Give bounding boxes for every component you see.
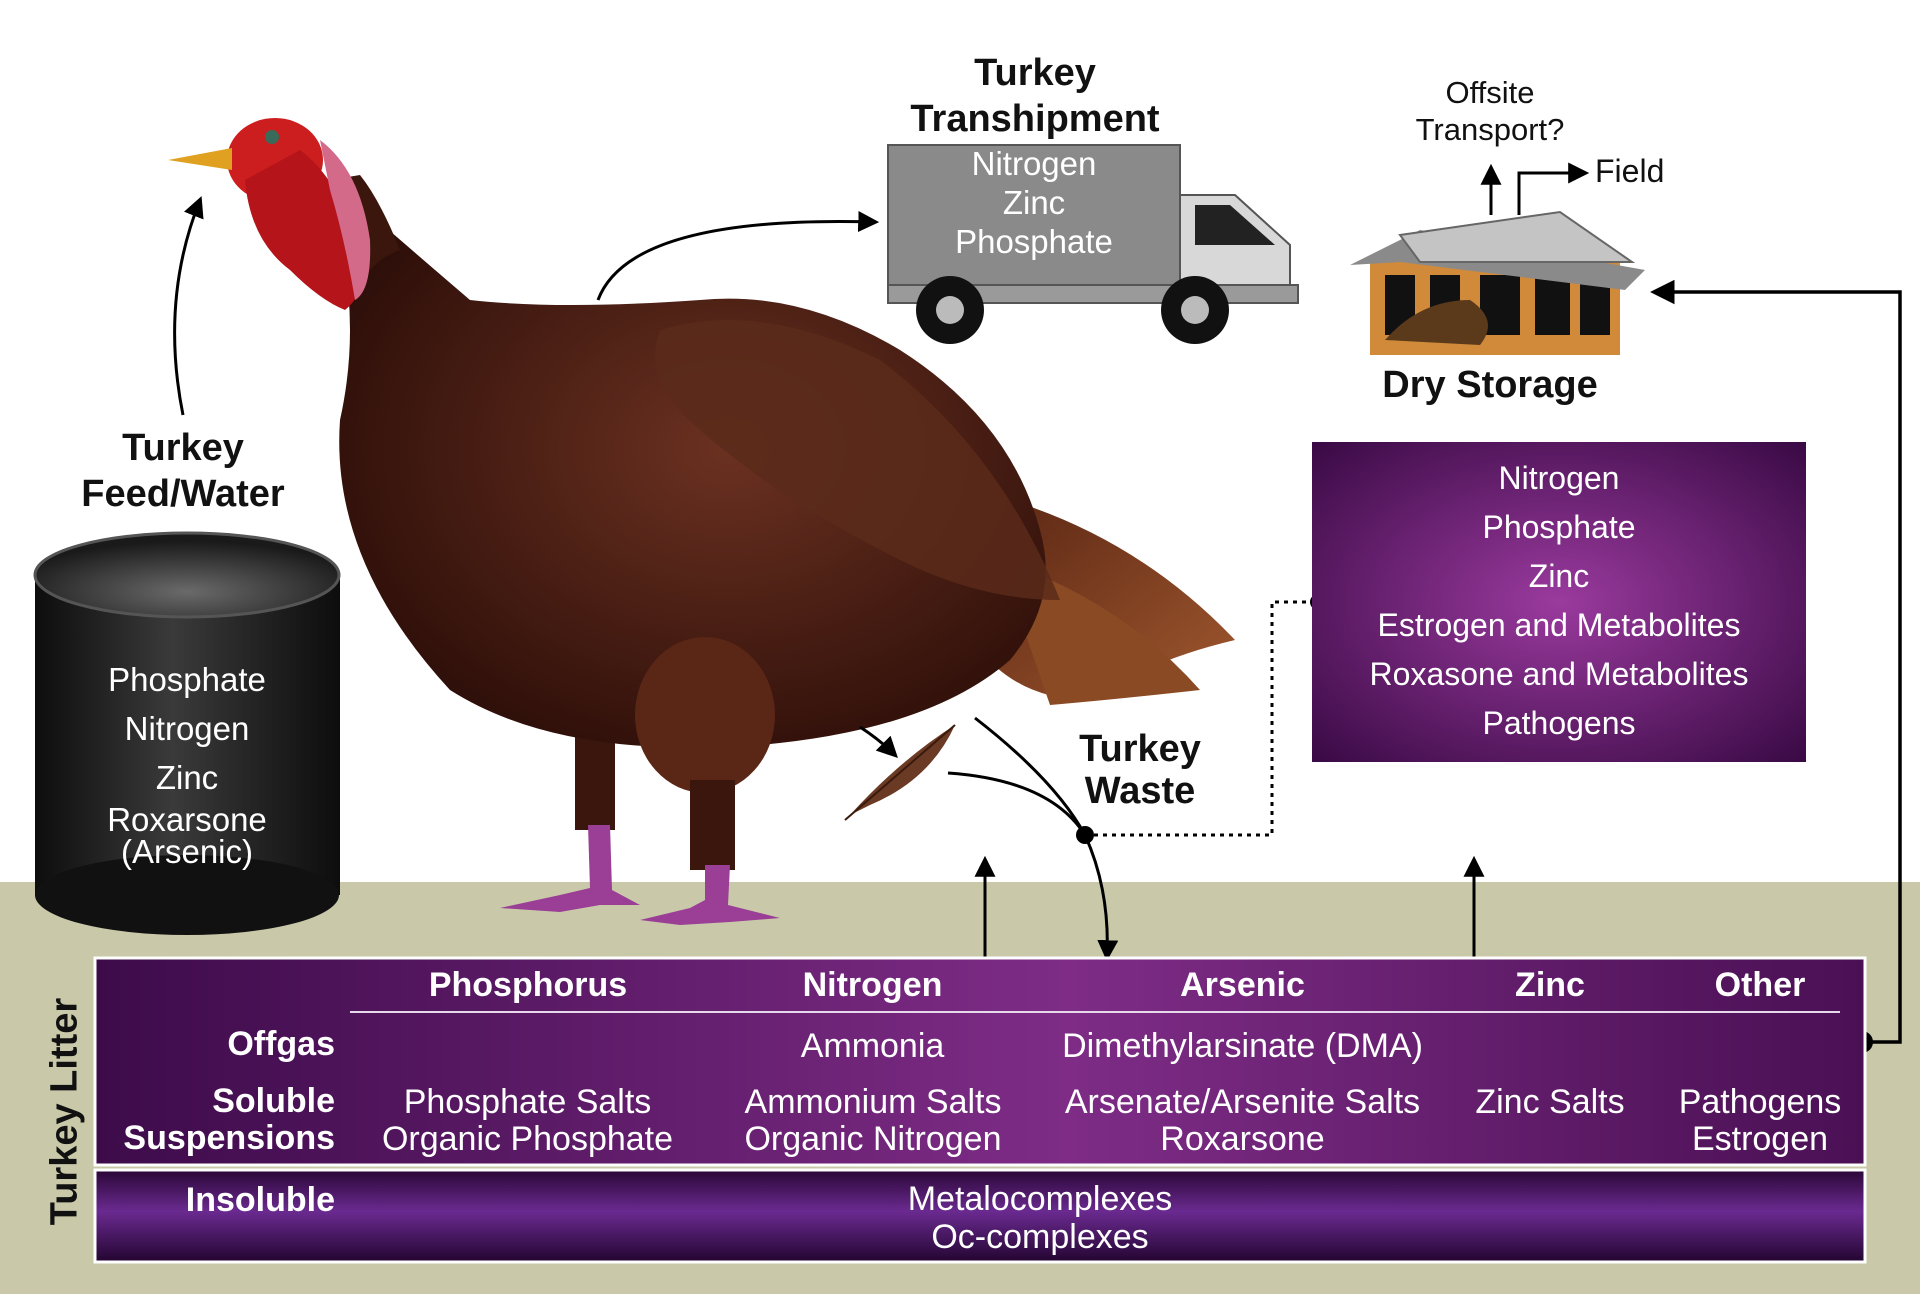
cell-soluble-phosphorus: Phosphate Salts Organic Phosphate (360, 1084, 695, 1158)
storage-contents: Nitrogen Phosphate Zinc Estrogen and Met… (1312, 454, 1806, 748)
waste-title-line-1: Turkey (1050, 728, 1230, 770)
header-zinc: Zinc (1455, 966, 1645, 1005)
truck-item: Phosphate (888, 222, 1180, 261)
offsite-line-1: Offsite (1390, 74, 1590, 111)
header-other: Other (1660, 966, 1860, 1005)
cell-line: Zinc Salts (1455, 1084, 1645, 1121)
offsite-label: Offsite Transport? (1390, 74, 1590, 148)
truck-item: Zinc (888, 183, 1180, 222)
field-label: Field (1595, 153, 1664, 190)
cell-soluble-nitrogen: Ammonium Salts Organic Nitrogen (718, 1084, 1028, 1158)
cell-line: Organic Phosphate (360, 1121, 695, 1158)
cell-line: Roxarsone (1035, 1121, 1450, 1158)
transhipment-title: Turkey Transhipment (870, 50, 1200, 143)
dry-storage-title: Dry Storage (1340, 364, 1640, 407)
arrow-field (1519, 173, 1585, 215)
transhipment-title-line-2: Transhipment (870, 96, 1200, 142)
feed-title-line-2: Feed/Water (58, 471, 308, 517)
row-label-soluble-line-1: Soluble (90, 1083, 335, 1120)
transhipment-title-line-1: Turkey (870, 50, 1200, 96)
storage-item: Roxasone and Metabolites (1312, 650, 1806, 699)
storage-shed (1350, 212, 1645, 355)
storage-item: Zinc (1312, 552, 1806, 601)
waste-title: Turkey Waste (1050, 728, 1230, 812)
storage-item: Nitrogen (1312, 454, 1806, 503)
row-label-offgas: Offgas (100, 1025, 335, 1064)
header-phosphorus: Phosphorus (378, 966, 678, 1005)
arrow-feed-to-turkey (175, 200, 200, 415)
cell-offgas-nitrogen: Ammonia (730, 1027, 1015, 1066)
header-arsenic: Arsenic (1040, 966, 1445, 1005)
cell-line: Organic Nitrogen (718, 1121, 1028, 1158)
offsite-line-2: Transport? (1390, 111, 1590, 148)
row-label-soluble: Soluble Suspensions (90, 1083, 335, 1157)
cell-line: Oc-complexes (340, 1218, 1740, 1256)
storage-item: Pathogens (1312, 699, 1806, 748)
feed-item: Roxarsone (62, 804, 312, 836)
litter-side-label: Turkey Litter (44, 967, 87, 1257)
feed-item: (Arsenic) (62, 836, 312, 868)
arrow-turkey-to-truck (598, 221, 875, 300)
waste-title-line-2: Waste (1050, 770, 1230, 812)
cell-line: Metalocomplexes (340, 1180, 1740, 1218)
feed-contents-roxarsone: Roxarsone (Arsenic) (62, 804, 312, 868)
cell-line: Ammonium Salts (718, 1084, 1028, 1121)
cell-line: Arsenate/Arsenite Salts (1035, 1084, 1450, 1121)
feed-item: Nitrogen (62, 704, 312, 753)
cell-line: Estrogen (1660, 1121, 1860, 1158)
storage-item: Estrogen and Metabolites (1312, 601, 1806, 650)
cell-insoluble: Metalocomplexes Oc-complexes (340, 1180, 1740, 1256)
feed-contents: Phosphate Nitrogen Zinc (62, 655, 312, 802)
feed-title-line-1: Turkey (58, 425, 308, 471)
row-label-soluble-line-2: Suspensions (90, 1120, 335, 1157)
cell-soluble-other: Pathogens Estrogen (1660, 1084, 1860, 1158)
header-nitrogen: Nitrogen (730, 966, 1015, 1005)
cell-soluble-zinc: Zinc Salts (1455, 1084, 1645, 1121)
row-label-insoluble: Insoluble (100, 1181, 335, 1220)
storage-item: Phosphate (1312, 503, 1806, 552)
truck-contents: Nitrogen Zinc Phosphate (888, 144, 1180, 261)
feed-title: Turkey Feed/Water (58, 425, 308, 518)
cell-soluble-arsenic: Arsenate/Arsenite Salts Roxarsone (1035, 1084, 1450, 1158)
feed-item: Phosphate (62, 655, 312, 704)
cell-offgas-arsenic: Dimethylarsinate (DMA) (1040, 1027, 1445, 1066)
truck-item: Nitrogen (888, 144, 1180, 183)
feed-item: Zinc (62, 753, 312, 802)
cell-line: Pathogens (1660, 1084, 1860, 1121)
cell-line: Phosphate Salts (360, 1084, 695, 1121)
